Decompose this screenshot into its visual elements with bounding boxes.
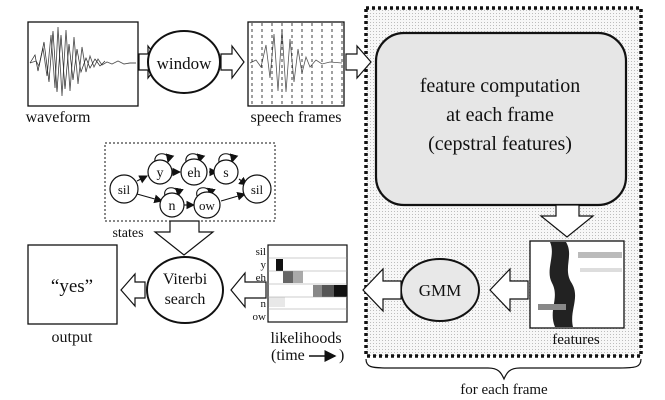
search-label: search bbox=[165, 291, 206, 308]
features-panel bbox=[529, 240, 625, 329]
time-close-paren: ) bbox=[339, 347, 344, 364]
hmm-transitions bbox=[136, 153, 248, 210]
feature-computation-box bbox=[374, 31, 628, 207]
speech-frames-panel bbox=[247, 21, 345, 107]
hmm-state-nodes bbox=[109, 158, 272, 219]
row-label-n: n bbox=[261, 298, 267, 310]
feature-line-2: at each frame bbox=[446, 104, 554, 126]
state-n: n bbox=[169, 199, 176, 214]
likelihoods-label: likelihoods bbox=[270, 330, 341, 347]
window-node bbox=[147, 30, 221, 94]
state-s: s bbox=[223, 166, 228, 181]
viterbi-node bbox=[146, 256, 224, 324]
block-arrow bbox=[230, 271, 267, 309]
time-label: (time bbox=[271, 347, 305, 364]
block-arrow bbox=[120, 272, 146, 308]
block-arrow bbox=[345, 44, 372, 80]
window-label: window bbox=[157, 54, 213, 73]
row-label-eh: eh bbox=[256, 272, 267, 284]
row-label-y: y bbox=[261, 259, 267, 271]
block-arrow bbox=[489, 267, 529, 313]
feature-line-1: feature computation bbox=[420, 75, 581, 97]
state-sil-left: sil bbox=[118, 182, 131, 197]
output-value: “yes” bbox=[51, 276, 93, 297]
frame-brace bbox=[365, 358, 642, 381]
state-ow: ow bbox=[199, 198, 216, 213]
states-label: states bbox=[112, 226, 143, 241]
likelihood-matrix bbox=[267, 244, 348, 323]
features-label: features bbox=[552, 332, 600, 348]
speech-frames-label: speech frames bbox=[250, 109, 341, 126]
state-y: y bbox=[157, 166, 164, 181]
row-label-sil: sil bbox=[256, 246, 266, 258]
output-box bbox=[27, 244, 118, 325]
feature-line-3: (cepstral features) bbox=[428, 133, 572, 155]
gmm-label: GMM bbox=[419, 281, 462, 300]
state-eh: eh bbox=[187, 166, 200, 181]
for-each-frame-label: for each frame bbox=[460, 382, 548, 398]
viterbi-label: Viterbi bbox=[163, 271, 208, 288]
output-label: output bbox=[52, 329, 93, 346]
waveform-label: waveform bbox=[26, 109, 91, 126]
block-arrow bbox=[362, 267, 402, 313]
block-arrow bbox=[539, 204, 595, 238]
block-arrow bbox=[220, 44, 245, 80]
waveform-panel bbox=[27, 21, 139, 107]
state-sil-right: sil bbox=[251, 182, 264, 197]
block-arrow bbox=[153, 220, 215, 256]
row-label-ow: ow bbox=[253, 311, 267, 323]
